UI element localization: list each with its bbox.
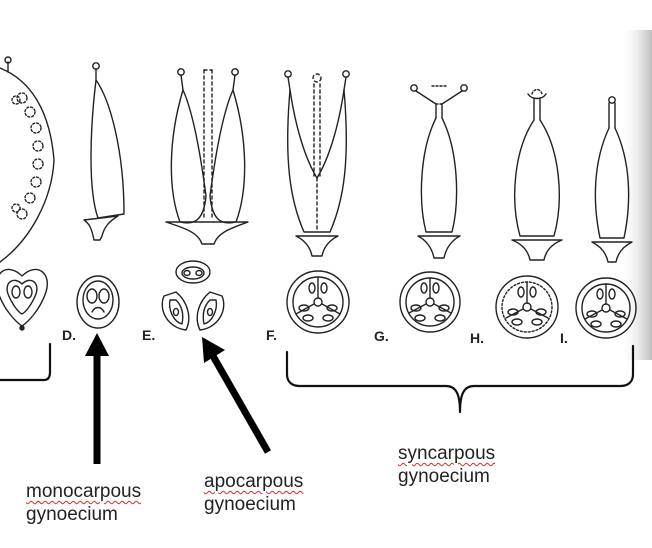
panel-label-e: E. [142,327,155,343]
carpel-c-side-view [0,56,55,263]
panel-label-f: F. [266,327,277,343]
apocarpous-caption: apocarpous gynoecium [204,470,303,516]
syncarpous-bracket [285,344,635,414]
panel-label-d: D. [62,327,76,343]
carpel-i-cross-section [575,277,637,339]
carpel-d-side-view [83,62,125,241]
apocarpous-label: apocarpous [204,471,304,492]
syncarpous-gynoecium-label: gynoecium [398,466,490,487]
carpel-g-cross-section [399,271,461,333]
carpel-i-side-view [591,96,633,263]
panel-label-g: G. [374,328,389,344]
panel-label-i: I. [560,330,568,346]
carpel-c-cross-section [0,268,48,331]
carpel-g-side-view [410,84,468,259]
panel-label-h: H. [470,330,484,346]
carpel-f-cross-section [286,270,350,334]
left-bracket [0,342,52,382]
monocarpous-gynoecium-label: gynoecium [26,504,118,525]
monocarpous-arrow [85,333,109,464]
apocarpous-gynoecium-label: gynoecium [204,494,296,515]
carpel-h-side-view [511,88,563,261]
carpel-d-cross-section [76,275,120,329]
syncarpous-label: syncarpous [398,443,496,464]
carpel-h-cross-section [495,275,559,339]
monocarpous-label: monocarpous [26,481,142,502]
syncarpous-caption: syncarpous gynoecium [398,442,495,488]
carpel-f-side-view [284,70,350,257]
apocarpous-arrow [202,337,272,454]
carpel-e-cross-section [161,260,225,331]
carpel-e-side-view [165,68,249,245]
monocarpous-caption: monocarpous gynoecium [26,480,141,526]
